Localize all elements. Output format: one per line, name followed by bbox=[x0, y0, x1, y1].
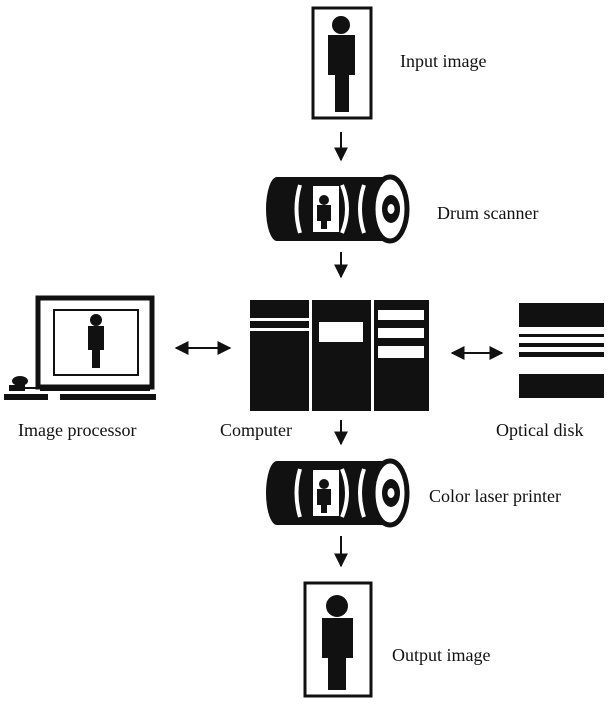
optical-disk-label: Optical disk bbox=[496, 420, 584, 440]
output-image-icon bbox=[303, 581, 373, 698]
image-processor-icon bbox=[4, 295, 156, 400]
input-image-label: Input image bbox=[400, 51, 487, 71]
color-laser-printer-icon bbox=[266, 458, 410, 528]
computer-label: Computer bbox=[220, 420, 292, 440]
drum-scanner-icon bbox=[266, 174, 410, 244]
computer-icon bbox=[250, 300, 429, 411]
drum-scanner-label: Drum scanner bbox=[437, 203, 539, 223]
color-laser-printer-label: Color laser printer bbox=[429, 486, 561, 506]
image-processor-label: Image processor bbox=[18, 420, 137, 440]
input-image-icon bbox=[311, 6, 373, 120]
optical-disk-icon bbox=[519, 303, 604, 398]
output-image-label: Output image bbox=[392, 645, 491, 665]
